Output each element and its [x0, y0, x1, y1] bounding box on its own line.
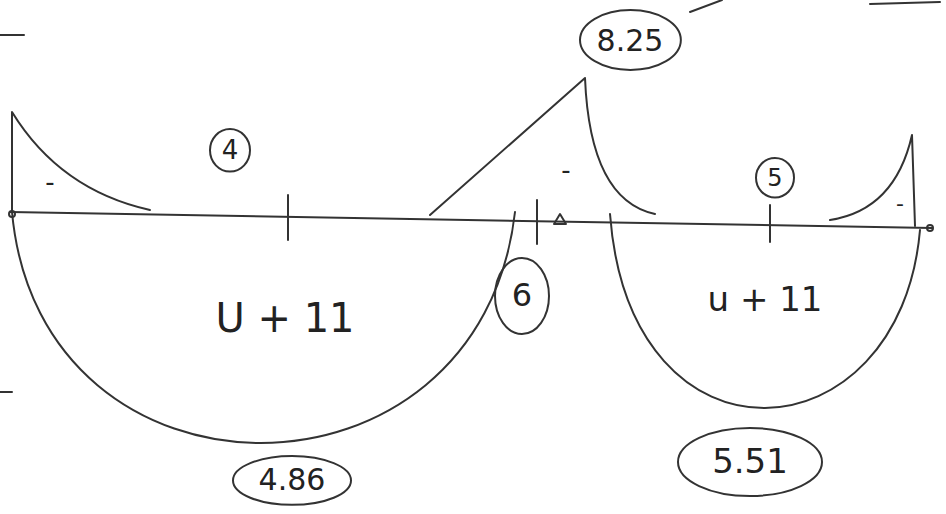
circled-value: 4: [209, 128, 251, 173]
tick-mark: [536, 200, 538, 244]
sign-label: -: [896, 192, 904, 216]
support-symbol: [927, 225, 933, 231]
beam-axis: [10, 212, 932, 228]
circle-outline: [678, 428, 822, 496]
support-symbol: [9, 211, 15, 217]
circled-value: 5.51: [677, 427, 823, 497]
span-label: u + 11: [708, 281, 823, 318]
tick-mark: [287, 195, 289, 240]
circled-value: 5: [755, 157, 795, 198]
support-symbol: [554, 214, 566, 224]
circle-outline: [210, 129, 250, 172]
circled-value: 8.25: [579, 9, 682, 71]
circle-outline: [233, 456, 351, 505]
moment-value: 8.25: [597, 24, 664, 57]
hogging-curve: [12, 112, 150, 212]
hogging-curve: [430, 78, 655, 215]
sagging-curve: [12, 212, 515, 443]
circled-value: 4.86: [232, 455, 352, 506]
moment-value: 5: [767, 165, 782, 191]
tick-mark: [769, 205, 771, 242]
sagging-curve: [610, 214, 920, 408]
circle-outline: [495, 258, 549, 334]
circle-outline: [756, 158, 794, 197]
circle-outline: [580, 10, 681, 70]
moment-value: 6: [512, 278, 532, 313]
hogging-curve: [830, 135, 915, 226]
moment-value: 5.51: [712, 443, 788, 480]
stray-stroke: [870, 2, 940, 4]
circled-value: 6: [494, 257, 550, 335]
moment-value: 4.86: [259, 463, 326, 496]
stray-stroke: [0, 391, 12, 393]
sign-label: -: [561, 156, 570, 185]
span-label: U + 11: [215, 296, 354, 340]
sign-label: -: [45, 168, 54, 197]
stray-stroke: [0, 34, 24, 36]
moment-value: 4: [222, 136, 239, 165]
stray-stroke: [690, 0, 722, 12]
